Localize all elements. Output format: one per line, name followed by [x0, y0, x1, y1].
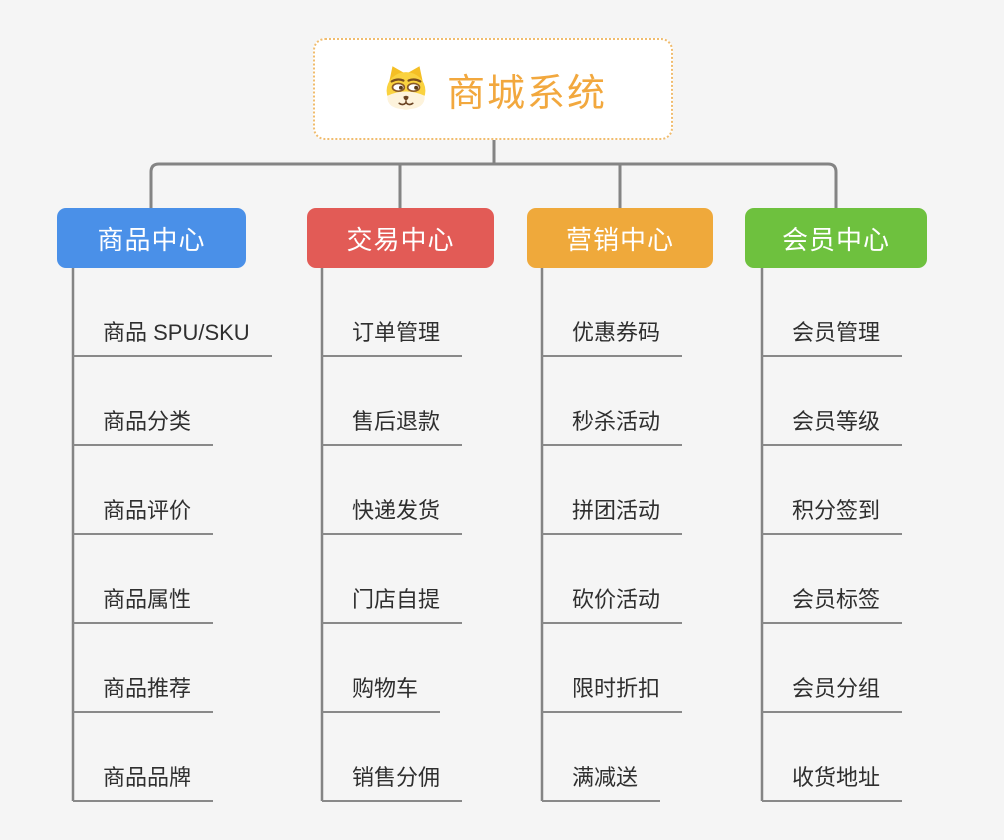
leaf-node[interactable]: 秒杀活动	[542, 409, 683, 446]
leaf-node[interactable]: 商品分类	[73, 409, 214, 446]
leaf-node[interactable]: 拼团活动	[542, 498, 683, 535]
leaf-node[interactable]: 优惠券码	[542, 320, 683, 357]
leaf-node[interactable]: 会员标签	[762, 587, 903, 624]
leaf-node[interactable]: 满减送	[542, 765, 661, 802]
root-title: 商城系统	[446, 72, 607, 115]
leaf-node[interactable]: 销售分佣	[322, 765, 463, 802]
leaf-node[interactable]: 售后退款	[322, 409, 463, 446]
leaf-node[interactable]: 积分签到	[762, 498, 903, 535]
dog-face-icon	[386, 66, 426, 110]
leaf-node[interactable]: 商品 SPU/SKU	[73, 320, 272, 357]
branch-node-product-center[interactable]: 商品中心	[57, 208, 246, 268]
branch-node-trade-center[interactable]: 交易中心	[307, 208, 494, 268]
leaf-node[interactable]: 商品属性	[73, 587, 214, 624]
leaf-node[interactable]: 快递发货	[322, 498, 463, 535]
leaf-node[interactable]: 商品品牌	[73, 765, 214, 802]
leaf-node[interactable]: 会员等级	[762, 409, 903, 446]
leaf-node[interactable]: 商品推荐	[73, 676, 214, 713]
branch-node-member-center[interactable]: 会员中心	[745, 208, 927, 268]
leaf-node[interactable]: 商品评价	[73, 498, 214, 535]
leaf-node[interactable]: 限时折扣	[542, 676, 683, 713]
leaf-node[interactable]: 购物车	[322, 676, 441, 713]
leaf-node[interactable]: 会员管理	[762, 320, 903, 357]
leaf-node[interactable]: 收货地址	[762, 765, 903, 802]
leaf-node[interactable]: 门店自提	[322, 587, 463, 624]
leaf-node[interactable]: 会员分组	[762, 676, 903, 713]
branch-node-marketing-center[interactable]: 营销中心	[527, 208, 713, 268]
root-node[interactable]: 商城系统	[313, 38, 673, 140]
leaf-node[interactable]: 砍价活动	[542, 587, 683, 624]
leaf-node[interactable]: 订单管理	[322, 320, 463, 357]
